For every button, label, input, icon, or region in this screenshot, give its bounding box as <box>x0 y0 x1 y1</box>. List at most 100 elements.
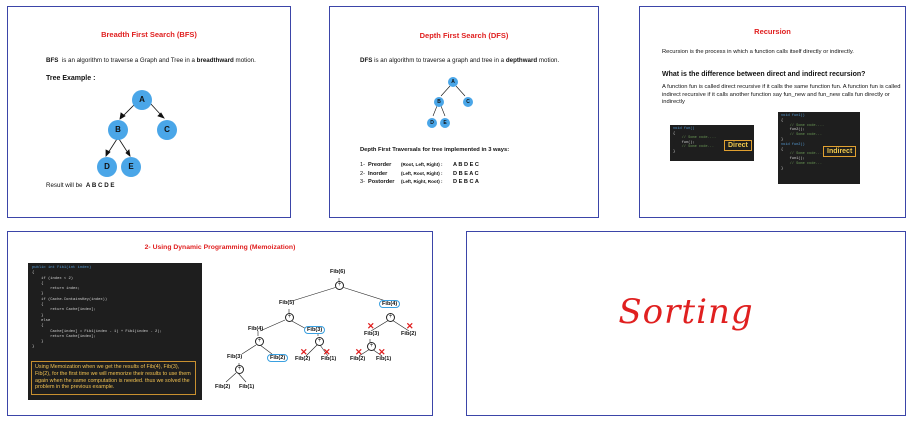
fib-node-cached: Fib(2) <box>267 354 289 362</box>
dfs-node-a: A <box>448 77 458 87</box>
dfs-traversal-list: 1- Preorder (Root, Left, Right) : A B D … <box>360 161 479 187</box>
pruned-x-icon: ✕ <box>355 347 363 357</box>
traversal-order: (Left, Right, Root) : <box>401 179 443 184</box>
dfs-traversal-row: 3- Postorder (Left, Right, Root) : D E B… <box>360 178 479 187</box>
bfs-definition: BFS is an algorithm to traverse a Graph … <box>46 57 286 65</box>
pruned-x-icon: ✕ <box>367 321 375 331</box>
code-line: public int Fib1(int index) <box>32 266 92 270</box>
code-line: { <box>32 303 44 308</box>
dfs-node-b: B <box>434 97 444 107</box>
dfs-def-text: is an algorithm to traverse a graph and … <box>374 57 505 64</box>
fib-node: Fib(4) <box>248 326 264 332</box>
code-line: Cache[index] = Fib1(index - 1) + Fib1(in… <box>32 329 162 334</box>
traversal-num: 1- <box>360 162 365 168</box>
fib-node-cached: Fib(3) <box>304 326 326 334</box>
slide-title: Breadth First Search (BFS) <box>101 30 197 39</box>
recursion-question: What is the difference between direct an… <box>662 71 866 78</box>
bfs-def-text: is an algorithm to traverse a Graph and … <box>61 57 195 64</box>
dfs-def-bold: depthward <box>505 57 538 64</box>
dfs-tree-edges <box>432 85 466 117</box>
code-line: // Some code... <box>781 161 822 166</box>
plus-node: + <box>315 337 324 346</box>
code-line: // Some code... <box>673 145 714 150</box>
code-line: { <box>781 147 784 152</box>
code-line: if (index < 2) <box>32 276 74 281</box>
code-line: if (Cache.ContainsKey(index)) <box>32 297 108 302</box>
fib-node: Fib(3) <box>227 354 243 360</box>
code-line: void fun2() <box>781 142 805 147</box>
slide-sorting[interactable]: Sorting <box>466 231 906 416</box>
code-line: { <box>32 324 44 329</box>
code-line: // Some code.... <box>781 152 825 157</box>
dfs-node-d: D <box>427 118 437 128</box>
slide-bfs[interactable]: Breadth First Search (BFS) BFS is an alg… <box>7 6 291 218</box>
slide-title: Depth First Search (DFS) <box>419 31 509 40</box>
slide-dfs[interactable]: Depth First Search (DFS) DFS is an algor… <box>329 6 599 218</box>
code-line: return index; <box>32 287 80 292</box>
traversal-result: D E B C A <box>453 179 479 185</box>
pruned-x-icon: ✕ <box>406 321 414 331</box>
slide-recursion[interactable]: Recursion Recursion is the process in wh… <box>639 6 906 218</box>
fib-node-root: Fib(6) <box>330 269 346 275</box>
code-line: else <box>32 318 51 323</box>
traversal-result: D B E A C <box>453 170 479 177</box>
bfs-result: Result will be A B C D E <box>46 182 115 190</box>
pruned-x-icon: ✕ <box>378 347 386 357</box>
bfs-def-bold: breadthward <box>196 57 234 64</box>
recursion-intro: Recursion is the process in which a func… <box>662 49 854 55</box>
dfs-traversals-heading: Depth First Traversals for tree implemen… <box>360 147 510 153</box>
bfs-node-a: A <box>132 90 152 110</box>
code-line: } <box>32 313 44 318</box>
traversal-num: 2- <box>360 170 365 177</box>
fib-node: Fib(1) <box>321 356 337 362</box>
slide-memoization[interactable]: 2- Using Dynamic Programming (Memoizatio… <box>7 231 433 416</box>
code-line: return Cache[index]; <box>32 334 96 339</box>
code-line: void fun() <box>673 127 695 131</box>
dfs-abbr: DFS <box>360 57 373 64</box>
code-line: } <box>673 149 676 154</box>
plus-node: + <box>255 337 264 346</box>
dfs-definition: DFS is an algorithm to traverse a graph … <box>360 57 595 65</box>
code-line: } <box>781 137 784 142</box>
code-line: fun2(); <box>781 128 805 133</box>
pruned-x-icon: ✕ <box>323 347 331 357</box>
pruned-x-icon: ✕ <box>300 347 308 357</box>
slide-title: Recursion <box>754 27 791 36</box>
dfs-traversal-row: 1- Preorder (Root, Left, Right) : A B D … <box>360 161 479 170</box>
fib-tree: Fib(6) + Fib(5) + Fib(4) + Fib(4) + Fib(… <box>206 263 425 400</box>
fib-node: Fib(5) <box>279 300 295 306</box>
recursion-answer: A function fun is called direct recursiv… <box>662 84 901 105</box>
traversal-name: Postorder <box>368 179 395 185</box>
fib-node: Fib(1) <box>239 384 255 390</box>
code-line: } <box>781 166 784 171</box>
bfs-abbr: BFS <box>46 57 59 64</box>
fib-node: Fib(2) <box>215 384 231 390</box>
code-line: fun(); <box>673 140 695 145</box>
plus-node: + <box>386 313 395 322</box>
memoization-note: Using Memoization when we get the result… <box>31 361 196 395</box>
traversal-num: 3- <box>360 179 365 185</box>
code-line: // Some code... <box>781 133 822 138</box>
dfs-traversal-row: 2- Inorder (Left, Root, Right) : D B E A… <box>360 170 479 179</box>
fib-node-cached: Fib(4) <box>379 300 401 308</box>
code-line: void fun1() <box>781 114 805 118</box>
fib-node: Fib(2) <box>295 356 311 362</box>
code-line: { <box>32 281 44 286</box>
bfs-node-c: C <box>157 120 177 140</box>
tree-example-label: Tree Example : <box>46 75 96 82</box>
plus-node: + <box>367 342 376 351</box>
sorting-title: Sorting <box>618 292 754 332</box>
code-line: } <box>32 340 44 345</box>
bfs-node-e: E <box>121 157 141 177</box>
traversal-name: Preorder <box>368 162 392 168</box>
bfs-node-d: D <box>97 157 117 177</box>
code-line: fun1(); <box>781 157 805 162</box>
code-line: // Some code.... <box>781 123 825 128</box>
fib-node: Fib(1) <box>376 356 392 362</box>
dfs-def-end: motion. <box>538 57 560 64</box>
bfs-def-end: motion. <box>235 57 256 64</box>
traversal-order: (Left, Root, Right) : <box>401 170 443 176</box>
code-line: { <box>673 131 676 136</box>
code-line: return Cache[index]; <box>32 308 96 313</box>
traversal-result: A B D E C <box>453 162 479 168</box>
